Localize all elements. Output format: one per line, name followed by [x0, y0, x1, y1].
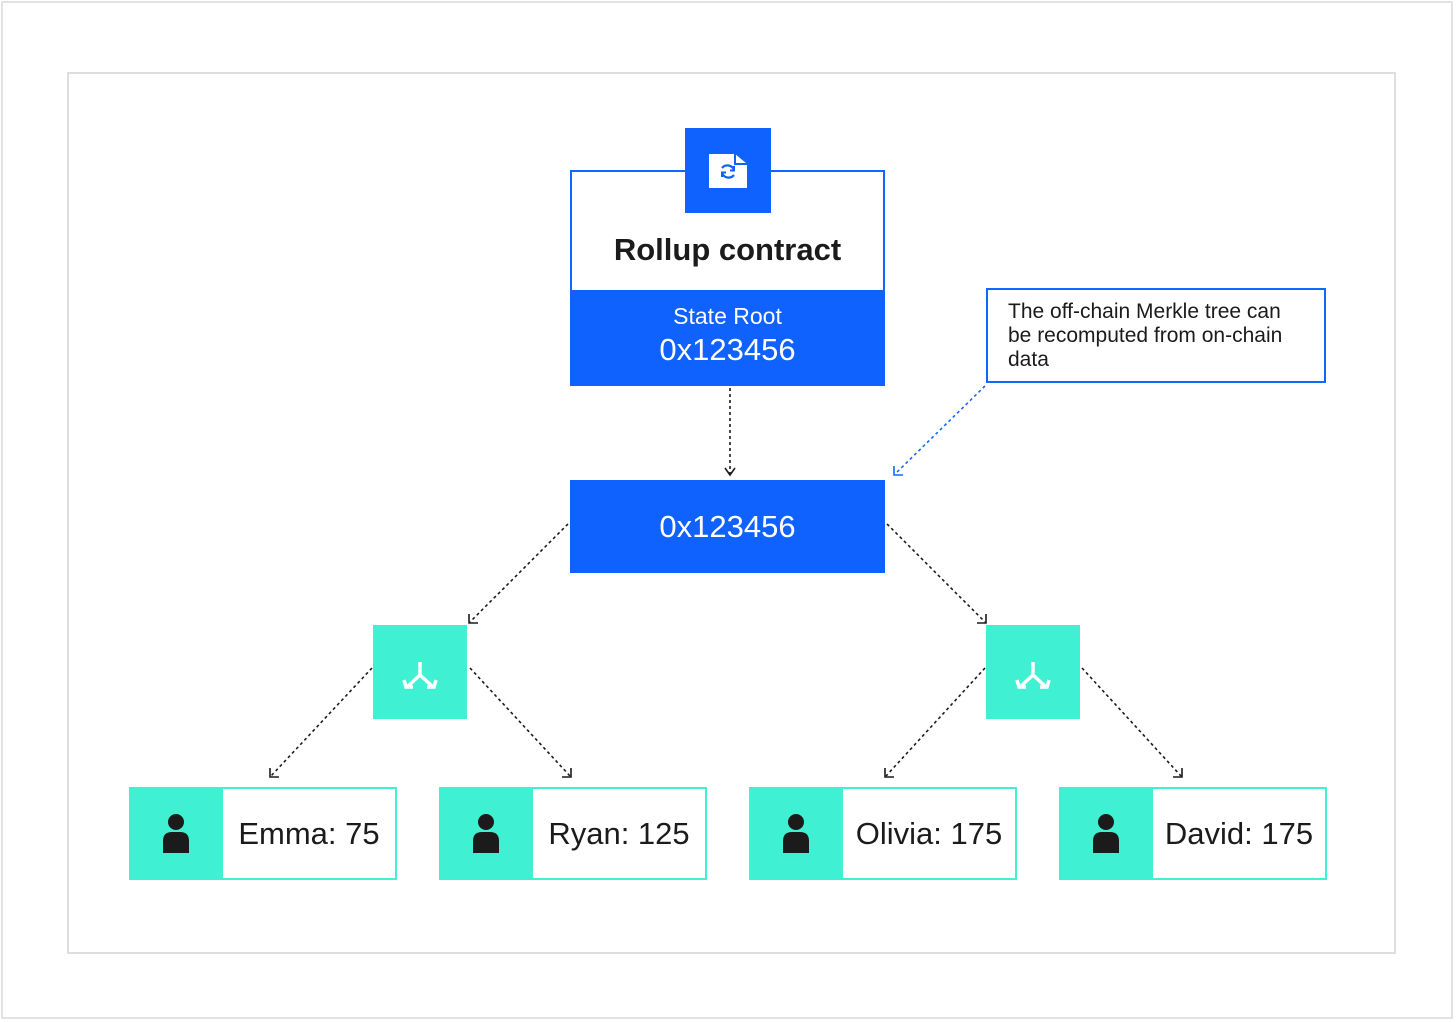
user-icon — [129, 787, 223, 880]
merge-branch-icon — [402, 662, 438, 689]
callout-text: The off-chain Merkle tree can be recompu… — [1008, 300, 1283, 371]
state-root-panel: State Root 0x123456 — [570, 290, 885, 386]
annotation-callout: The off-chain Merkle tree can be recompu… — [986, 288, 1326, 383]
leaf-label: Ryan: 125 — [548, 816, 690, 851]
rollup-contract-card: Rollup contract State Root 0x123456 — [570, 170, 885, 386]
merkle-root-node: 0x123456 — [570, 480, 885, 573]
state-root-value: 0x123456 — [659, 332, 796, 367]
leaf-node-david: David: 175 — [1059, 787, 1327, 880]
leaf-node-ryan: Ryan: 125 — [439, 787, 707, 880]
user-icon — [1059, 787, 1153, 880]
branch-node-left — [373, 625, 467, 719]
leaf-label: Olivia: 175 — [855, 816, 1003, 851]
merge-branch-icon — [1015, 662, 1051, 689]
document-sync-icon — [685, 128, 771, 213]
branch-node-right — [986, 625, 1080, 719]
contract-title: Rollup contract — [613, 232, 842, 267]
leaf-node-olivia: Olivia: 175 — [749, 787, 1017, 880]
user-icon — [439, 787, 533, 880]
leaf-label: David: 175 — [1164, 816, 1314, 851]
state-root-label: State Root — [673, 303, 782, 329]
diagram-canvas — [67, 72, 1396, 954]
leaf-node-emma: Emma: 75 — [129, 787, 397, 880]
user-icon — [749, 787, 843, 880]
leaf-label: Emma: 75 — [238, 816, 380, 851]
